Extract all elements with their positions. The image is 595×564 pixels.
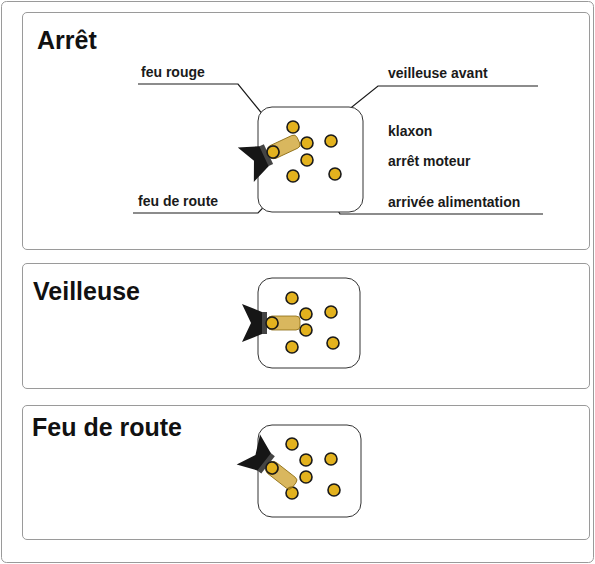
- part-label: arrêt moteur: [387, 153, 471, 170]
- switch-housing: [258, 425, 361, 517]
- panel-box: Feu de route: [22, 405, 590, 540]
- part-label: feu rouge: [140, 64, 206, 81]
- contact-pin: [287, 170, 299, 182]
- panel-title: Arrêt: [37, 26, 97, 55]
- contact-pin: [300, 324, 312, 336]
- switch-group: [237, 107, 363, 517]
- contact-pin: [301, 154, 313, 166]
- lever-knob: [242, 304, 262, 342]
- contact-pin: [286, 341, 298, 353]
- contact-pin: [300, 471, 312, 483]
- contact-pin: [325, 135, 337, 147]
- pivot-pin: [266, 317, 278, 329]
- contact-pin: [327, 337, 339, 349]
- part-label: klaxon: [387, 123, 433, 140]
- contact-pin: [300, 454, 312, 466]
- contact-pin: [325, 453, 337, 465]
- contact-pin: [325, 306, 337, 318]
- panel-title: Veilleuse: [33, 277, 140, 306]
- lever-bar: [265, 460, 299, 491]
- lever-knob: [238, 139, 272, 182]
- part-label: arrivée alimentation: [387, 194, 521, 211]
- panel-title: Feu de route: [32, 413, 182, 442]
- switch-lever: [238, 123, 307, 182]
- panel-box: Arrêt: [22, 12, 590, 250]
- leader-lines: [133, 84, 543, 214]
- contact-pin: [300, 308, 312, 320]
- switch-lever: [242, 304, 300, 342]
- switch-housing: [258, 278, 360, 368]
- contact-pin: [286, 438, 298, 450]
- contact-pin: [301, 137, 313, 149]
- contact-pin: [328, 484, 340, 496]
- part-label: feu de route: [137, 193, 219, 210]
- switch-lever: [237, 435, 306, 501]
- contact-pin: [329, 168, 341, 180]
- switch-housing: [258, 107, 363, 212]
- contact-pin: [266, 317, 278, 329]
- panel-box: Veilleuse: [22, 263, 590, 389]
- switch: [237, 425, 361, 517]
- switch: [238, 107, 363, 212]
- contact-pin: [287, 121, 299, 133]
- contact-pin: [286, 292, 298, 304]
- switch: [242, 278, 360, 368]
- pivot-pin: [264, 460, 281, 477]
- pivot-pin: [265, 144, 281, 160]
- part-label: veilleuse avant: [387, 65, 489, 82]
